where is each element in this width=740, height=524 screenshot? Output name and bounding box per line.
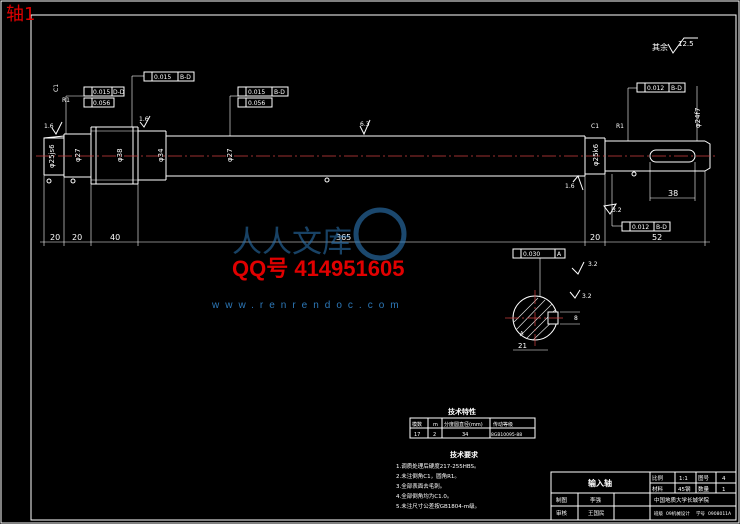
dia-2: φ27 (74, 148, 82, 162)
bottom-dimensions: 20 20 40 365 20 52 38 (40, 162, 710, 246)
tb-class-label: 班级 (654, 510, 663, 517)
tb-scale: 1:1 (679, 476, 688, 482)
shaft-step-1 (43, 135, 65, 142)
tech-req-5: 5.未注尺寸公差按GB1804-m级。 (396, 502, 480, 510)
rest-note: 其余 (652, 42, 668, 52)
rough-2: 1.6 (139, 116, 149, 123)
dia-3: φ38 (116, 148, 124, 162)
chamfer-1: C1 (53, 84, 60, 92)
tech-req-3: 3.全部表面去毛刺。 (396, 482, 445, 490)
tb-id: 0908011A (708, 511, 732, 517)
section-label: A (520, 331, 524, 337)
chamfer-4: R1 (616, 123, 624, 130)
tech-req-4: 4.全部倒角均为C1.0。 (396, 492, 452, 500)
sec-width: 8 (574, 315, 578, 322)
sec-depth: 21 (518, 342, 527, 350)
watermark: 人人文库 QQ号 414951605 www.renrendoc.com (211, 207, 407, 311)
tp-h0: 模数 (412, 421, 422, 428)
gtol-4: 0.015 (248, 89, 265, 96)
tech-req-title: 技术要求 (450, 450, 479, 459)
rough-6: 3.2 (588, 261, 598, 268)
gtol-1-ref: D-D (113, 89, 125, 96)
tech-params-title: 技术特性 (448, 407, 476, 416)
tb-qty: 1 (722, 487, 726, 493)
tb-mat: 45钢 (678, 485, 691, 493)
gtol-frames-left: 0.015 D-D 0.056 0.015 B-D 0.015 B-D 0.05… (65, 71, 289, 136)
gtol-4-ref: B-D (274, 89, 285, 96)
dia-5: φ27 (226, 148, 234, 162)
chamfer-2: R1 (62, 97, 70, 104)
rough-7: 3.2 (582, 293, 592, 300)
tech-req-1: 1.调质处理后硬度217-255HBS。 (396, 462, 480, 470)
tb-check-label: 审核 (556, 509, 568, 517)
tb-drawn-label: 制图 (556, 496, 568, 504)
watermark-logo: 人人文库 (232, 225, 352, 260)
gtol-5: 0.056 (248, 100, 265, 107)
gtol-7: 0.012 (632, 224, 649, 231)
dim-f: 52 (652, 233, 662, 242)
tb-scale-label: 比例 (652, 474, 664, 482)
dim-e: 20 (590, 233, 600, 242)
rough-1: 1.6 (44, 123, 54, 130)
dim-key: 38 (668, 189, 678, 198)
gtol-3-ref: B-D (180, 74, 191, 81)
tb-dwg: 4 (722, 476, 726, 482)
section-gtol-ref: A (557, 251, 562, 258)
tp-h2: 分度圆直径(mm) (444, 421, 483, 428)
gtol-frames-right: 0.012 B-D 0.012 B-D (611, 82, 686, 232)
tp-r1: 2 (433, 432, 436, 438)
dia-7: φ24f7 (694, 108, 702, 128)
gtol-1: 0.015 (93, 89, 110, 96)
tp-r2: 34 (462, 432, 468, 438)
dim-c: 40 (110, 233, 120, 242)
tb-mat-label: 材料 (652, 485, 664, 493)
tech-requirements: 技术要求 1.调质处理后硬度217-255HBS。 2.未注倒角C1，圆角R1。… (396, 450, 480, 510)
tb-id-label: 学号 (696, 510, 705, 517)
rest-rough-symbol (667, 37, 698, 54)
tb-part-name: 输入轴 (588, 478, 612, 488)
tp-r0: 17 (414, 432, 420, 438)
gtol-7-ref: B-D (656, 224, 667, 231)
gtol-3: 0.015 (154, 74, 171, 81)
dia-6: φ25k6 (592, 143, 600, 166)
tp-r3: 8GB10095-88 (491, 432, 522, 438)
tb-drawn-by: 李强 (590, 496, 602, 504)
chamfer-3: C1 (591, 123, 599, 130)
roughness-marks: 1.6 1.6 6.3 1.6 3.2 (44, 115, 622, 215)
dim-d: 365 (336, 233, 351, 242)
keyway (649, 149, 696, 163)
rough-3: 6.3 (360, 121, 370, 128)
corner-title: 轴1 (6, 4, 35, 25)
tb-school: 中国地质大学长城学院 (654, 496, 710, 504)
gtol-6-ref: B-D (671, 85, 682, 92)
tb-class: 09机械设计 (666, 510, 690, 517)
section-gtol: 0.030 (523, 251, 540, 258)
rough-5: 3.2 (612, 207, 622, 214)
dim-a: 20 (50, 233, 60, 242)
gtol-2: 0.056 (93, 100, 110, 107)
shaft-outline (43, 126, 711, 185)
dia-4: φ34 (157, 148, 165, 162)
rest-rough-value: 12.5 (678, 40, 694, 48)
rough-4: 1.6 (565, 183, 575, 190)
watermark-site: www.renrendoc.com (211, 300, 405, 311)
tp-h3: 传动等级 (493, 421, 513, 428)
tb-checker: 王国民 (588, 510, 605, 517)
dim-b: 20 (72, 233, 82, 242)
title-block: 输入轴 比例 1:1 图号 4 材料 45钢 数量 1 制图 李强 审核 王国民… (550, 471, 737, 521)
watermark-qq: QQ号 414951605 (232, 256, 404, 281)
tech-params: 技术特性 模数 m 分度圆直径(mm) 传动等级 17 2 34 8GB1009… (409, 407, 536, 439)
tb-qty-label: 数量 (698, 485, 710, 493)
dia-1: φ25js6 (48, 144, 56, 168)
tp-h1: m (433, 422, 438, 428)
inner-border (30, 14, 737, 521)
tb-dwg-label: 图号 (698, 474, 710, 482)
tech-req-2: 2.未注倒角C1，圆角R1。 (396, 472, 460, 480)
gtol-6: 0.012 (647, 85, 664, 92)
section-view: 0.030 A 3.2 3.2 8 21 A (505, 248, 598, 351)
